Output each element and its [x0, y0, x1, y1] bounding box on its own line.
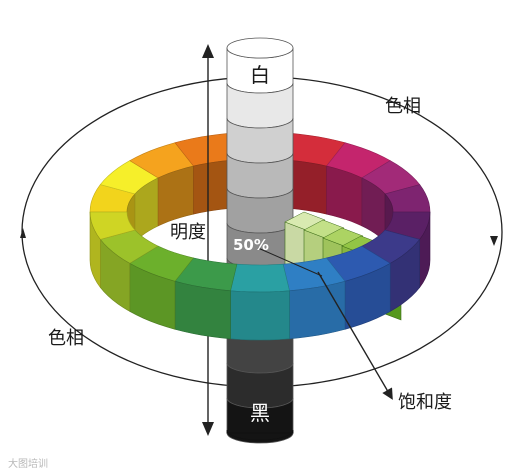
saturation-pointer-line — [317, 271, 393, 400]
black-label: 黑 — [250, 401, 270, 425]
watermark-text: 大图培训 — [8, 459, 48, 470]
hue-ring-side-segment — [174, 280, 231, 340]
hue-label-left: 色相 — [48, 328, 84, 349]
hue-ring-front — [89, 211, 431, 341]
hue-ring-side-segment — [89, 211, 101, 289]
hue-label-top: 色相 — [385, 96, 421, 117]
hue-ring-side-segment — [289, 280, 346, 340]
percent-label: 50% — [233, 236, 269, 254]
hue-arrow-right-icon — [490, 236, 498, 246]
hue-ring-segment — [230, 263, 290, 293]
hue-arrow-left-icon — [20, 228, 26, 238]
saturation-pointer-stub — [257, 247, 323, 277]
white-cap — [226, 37, 294, 59]
black-base — [226, 429, 294, 441]
value-axis-top-arrow-icon — [202, 44, 214, 58]
white-label: 白 — [250, 63, 270, 87]
value-axis-bottom-arrow-icon — [202, 422, 214, 436]
hue-ring-side-segment — [230, 290, 290, 341]
saturation-label: 饱和度 — [398, 392, 452, 413]
saturation-step-top — [322, 227, 364, 247]
saturation-step-top — [284, 211, 326, 231]
saturation-step-top — [303, 219, 345, 239]
value-label: 明度 — [170, 222, 206, 243]
